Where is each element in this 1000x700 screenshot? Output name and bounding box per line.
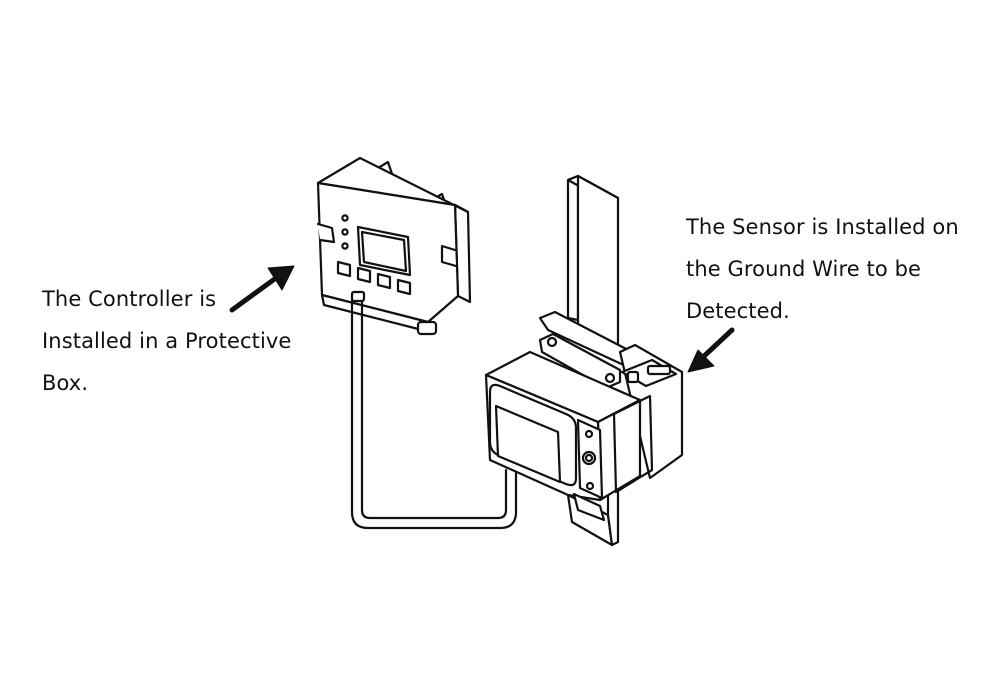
controller-box bbox=[316, 156, 472, 336]
controller-button bbox=[396, 278, 412, 296]
sensor-nameplate bbox=[494, 404, 562, 484]
sensor-callout-line: The Sensor is Installed on bbox=[686, 215, 959, 239]
sensor-unit bbox=[484, 310, 684, 522]
controller-led bbox=[341, 242, 349, 250]
controller-callout-line: Box. bbox=[42, 371, 89, 395]
controller-button bbox=[376, 272, 392, 290]
controller-led bbox=[341, 228, 349, 236]
arrow-up-right-icon bbox=[229, 265, 295, 313]
controller-callout: The Controller is Installed in a Protect… bbox=[42, 278, 291, 404]
controller-callout-line: Installed in a Protective bbox=[42, 329, 292, 353]
controller-button bbox=[336, 260, 352, 278]
controller-led bbox=[341, 214, 349, 222]
sensor-callout-line: the Ground Wire to be bbox=[686, 257, 922, 281]
sensor-callout: The Sensor is Installed on the Ground Wi… bbox=[686, 206, 959, 332]
sensor-callout-line: Detected. bbox=[686, 299, 790, 323]
sensor-cable bbox=[350, 299, 518, 530]
controller-button bbox=[356, 266, 372, 284]
controller-callout-line: The Controller is bbox=[42, 287, 217, 311]
arrow-down-left-icon bbox=[687, 327, 735, 373]
